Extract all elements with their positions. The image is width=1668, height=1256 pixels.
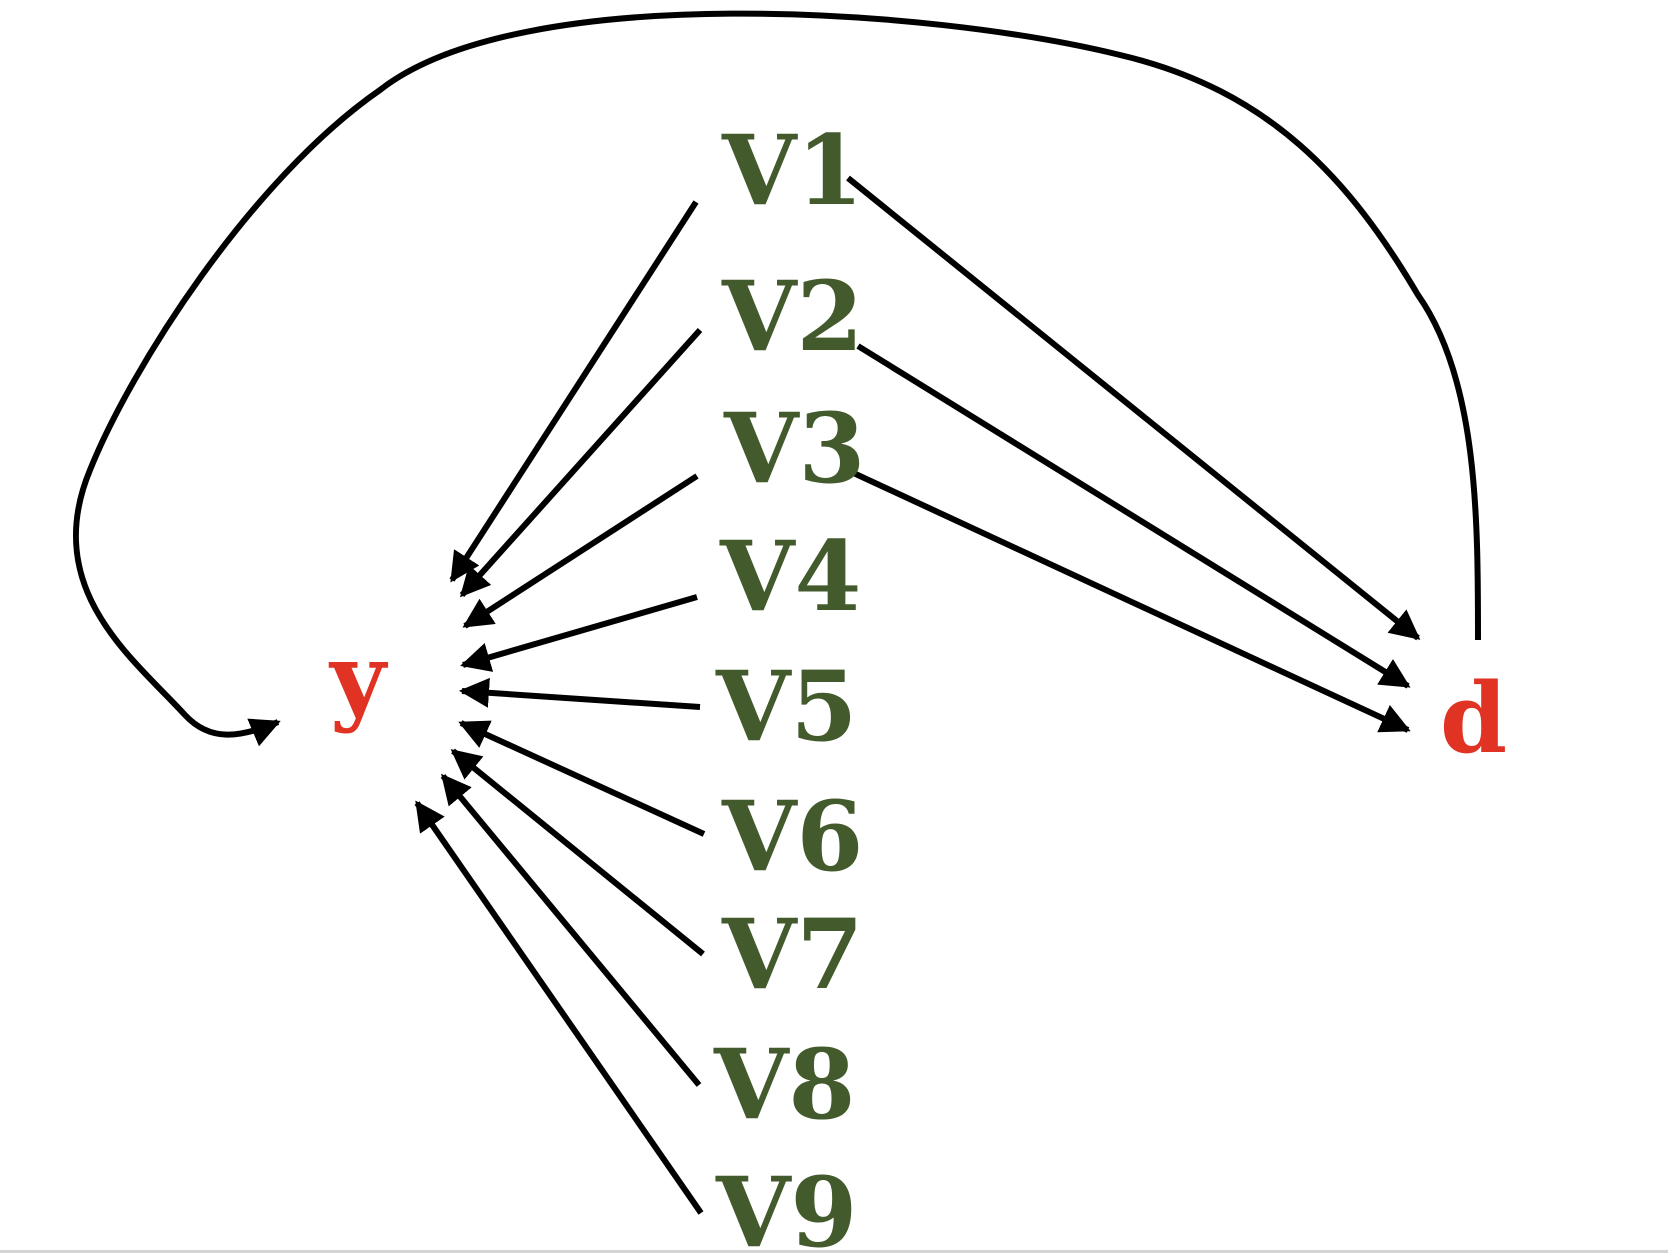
edge-v7-y [450,748,705,957]
edge-v4-y [460,594,698,672]
edge-v8-y [440,773,702,1087]
edges-to-y [414,200,706,1215]
edge-d-y [73,10,1481,747]
edge-v2-y [459,327,703,598]
edge-v3-y [462,473,699,629]
node-v9: V9 [715,1156,857,1250]
edge-v9-y [414,800,704,1215]
edge-v3-d [845,467,1411,733]
edge-v1-d [846,175,1421,641]
bottom-divider [0,1250,1668,1253]
edge-v1-y [449,200,699,583]
node-v8: V8 [713,1028,855,1141]
node-v2: V2 [721,260,863,373]
nodes: V1 V2 V3 V4 V5 V6 V7 V8 V9 y d [328,114,1507,1250]
node-v6: V6 [721,780,863,893]
edge-v5-y [459,677,701,710]
edge-v2-d [856,343,1411,689]
node-d: d [1440,662,1507,775]
edge-v6-y [458,720,706,837]
node-v4: V4 [719,520,861,633]
node-v7: V7 [721,898,863,1011]
node-v5: V5 [715,650,857,763]
node-y: y [328,622,389,735]
node-v1: V1 [721,114,863,227]
edges-to-d [845,175,1421,733]
node-v3: V3 [723,392,865,505]
